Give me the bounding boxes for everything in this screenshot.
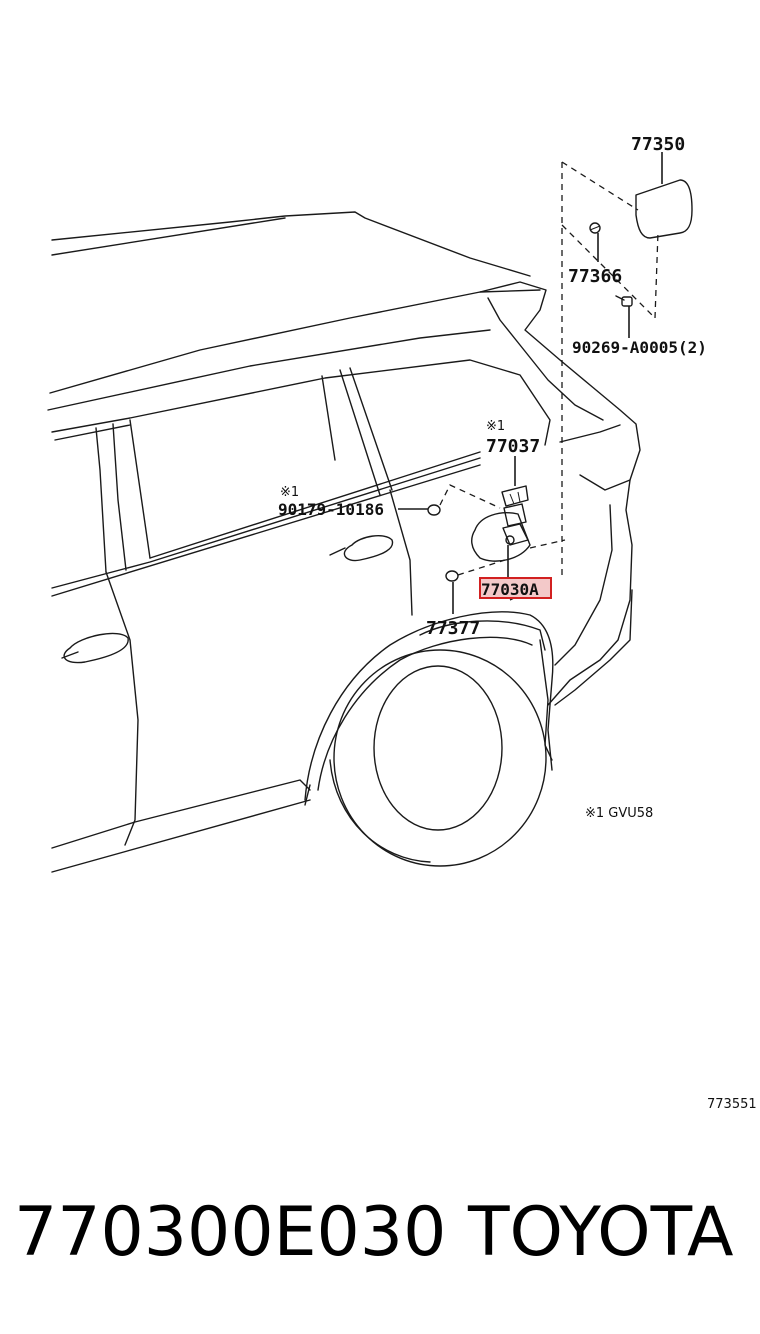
note-1-90179: ※1 — [280, 485, 299, 500]
clip-77366: 77366 — [568, 222, 622, 287]
fuel-cap-77350: 77350 — [631, 134, 693, 239]
fuel-lid-77030: 77030A — [479, 523, 552, 599]
label-90179: 90179-10186 — [278, 500, 384, 519]
caption-brand: TOYOTA — [467, 1193, 733, 1272]
rear-wheel — [304, 611, 554, 867]
car-windows — [51, 359, 551, 597]
car-roof — [47, 211, 541, 411]
label-77350: 77350 — [631, 134, 685, 155]
caption-part-number: 770300E030 — [14, 1193, 446, 1272]
screw-90179: ※1 90179-10186 — [278, 485, 441, 519]
exploded-boundary — [561, 161, 659, 578]
screw-90269: 90269-A0005(2) — [572, 295, 707, 357]
car-rear — [479, 281, 641, 706]
diagram-ref-code: 773551 — [707, 1097, 757, 1112]
note-1-77037: ※1 — [486, 419, 505, 434]
label-77366: 77366 — [568, 266, 622, 287]
label-77037: 77037 — [486, 436, 540, 457]
car-doors — [61, 489, 413, 846]
highlight-box — [479, 577, 552, 599]
legend-note: ※1 GVU58 — [585, 806, 653, 821]
label-90269: 90269-A0005(2) — [572, 338, 707, 357]
hinge-77037: ※1 77037 — [486, 419, 540, 527]
grommet-77377: 77377 — [426, 570, 480, 639]
label-77030: 77030A — [481, 580, 539, 599]
car-lower-body — [51, 779, 311, 873]
label-77377: 77377 — [426, 618, 480, 639]
